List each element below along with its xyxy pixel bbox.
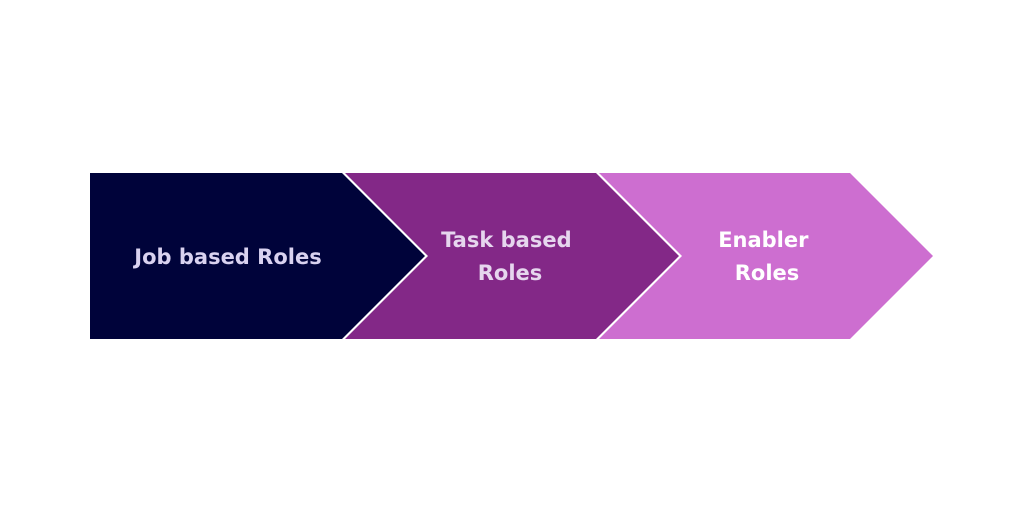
chevron-step-job-based-roles: Job based Roles	[90, 173, 425, 339]
chevron-label-2-line-1: Task based	[441, 228, 572, 252]
chevron-label-1: Job based Roles	[132, 245, 321, 269]
chevron-shape-1	[90, 173, 425, 339]
chevron-label-1-line-1: Job based Roles	[132, 245, 321, 269]
chevron-label-3-line-2: Roles	[735, 261, 800, 285]
chevron-label-3: Enabler Roles	[718, 228, 816, 285]
chevron-shape-2	[345, 173, 679, 339]
chevron-label-2-line-2: Roles	[478, 261, 543, 285]
chevron-step-task-based-roles: Task based Roles	[345, 173, 679, 339]
chevron-step-enabler-roles: Enabler Roles	[599, 173, 933, 339]
chevron-label-3-line-1: Enabler	[718, 228, 809, 252]
chevron-shape-3	[599, 173, 933, 339]
chevron-label-2: Task based Roles	[441, 228, 579, 285]
